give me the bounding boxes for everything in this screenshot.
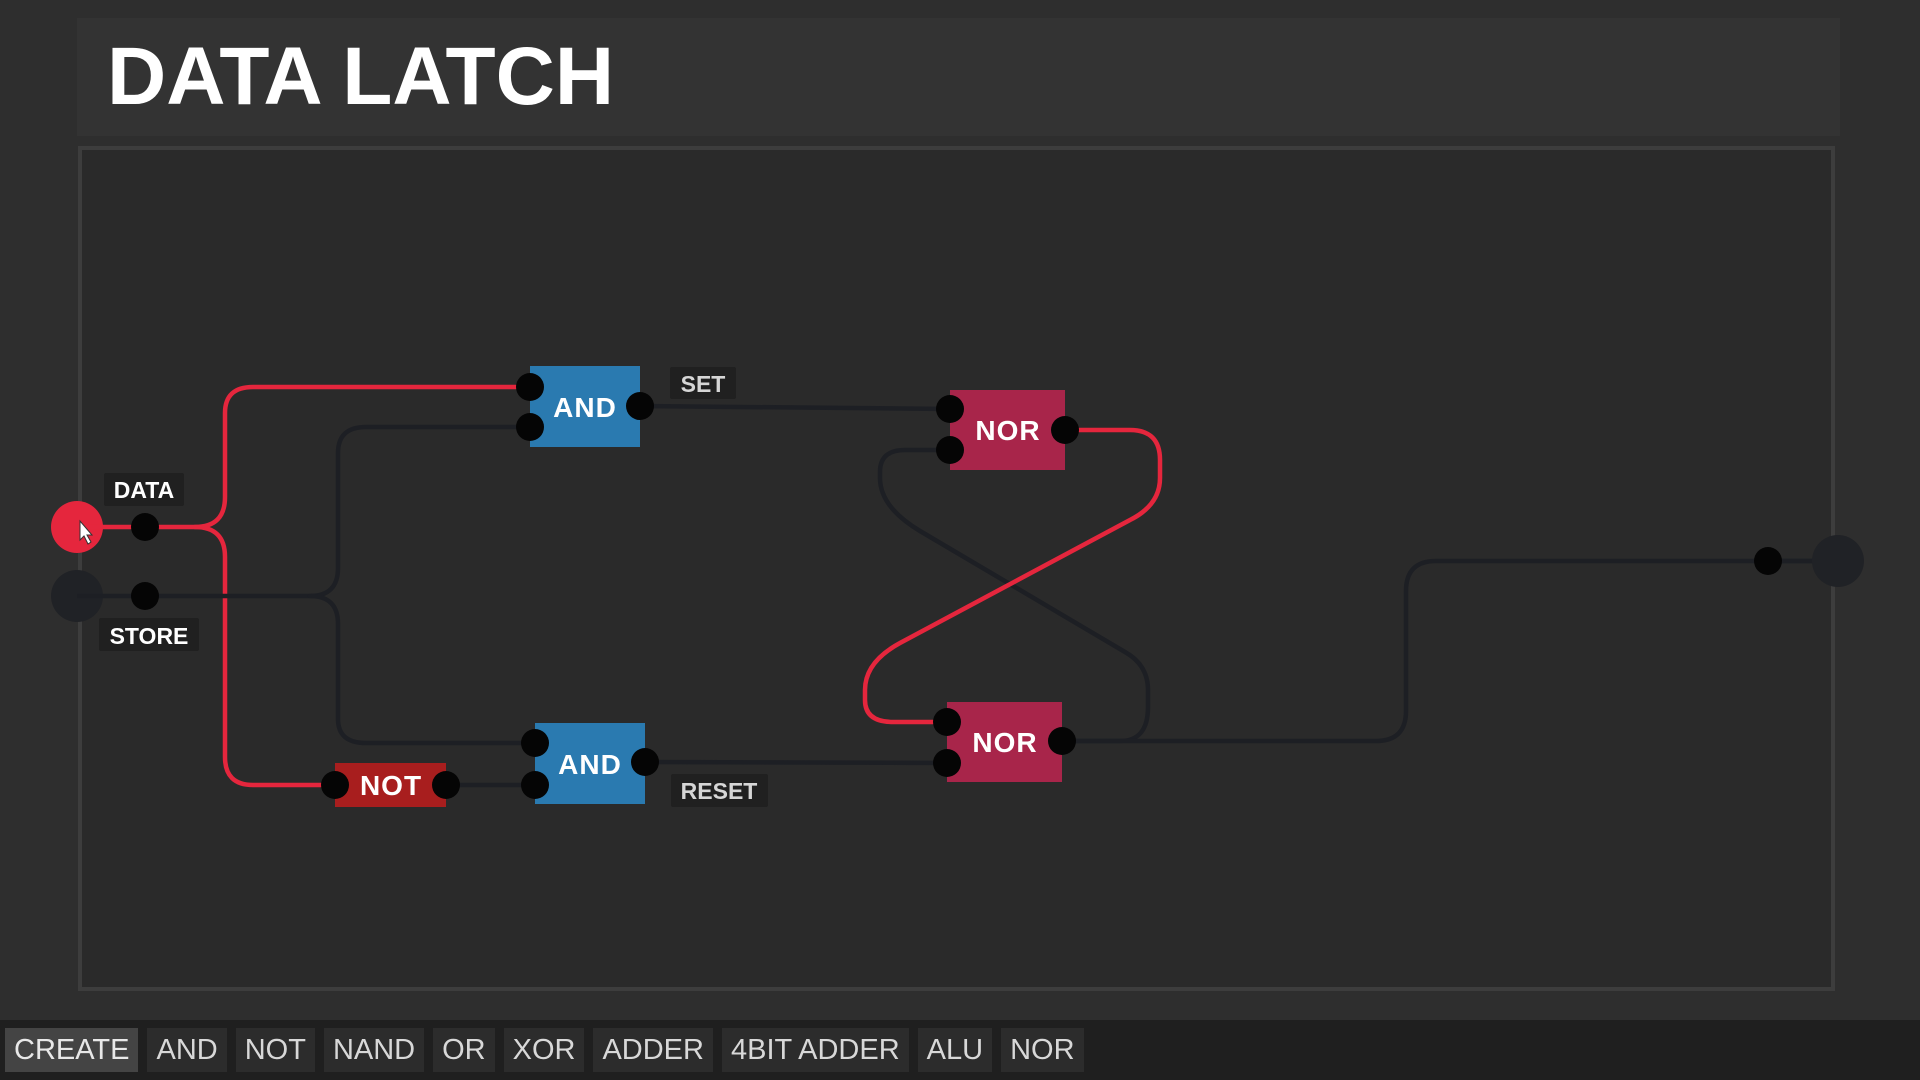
not-output[interactable]: [432, 771, 460, 799]
wire-feedback-bottom-to-top[interactable]: [877, 447, 1151, 744]
data-output-pin[interactable]: [131, 513, 159, 541]
nor-gate-top[interactable]: NOR: [936, 390, 1079, 470]
wire-set[interactable]: [637, 403, 953, 412]
store-label: STORE: [110, 623, 189, 649]
wire-reset[interactable]: [642, 759, 950, 766]
wire-store-to-and-bottom[interactable]: [307, 593, 538, 746]
and-top-body[interactable]: [530, 366, 640, 447]
page-title: DATA LATCH: [107, 31, 615, 122]
toolbar-button-nand[interactable]: NAND: [323, 1028, 425, 1072]
reset-label-tag: [671, 774, 768, 807]
nor-bottom-body[interactable]: [947, 702, 1062, 782]
and-top-label: AND: [553, 392, 617, 423]
title-bar: DATA LATCH: [77, 18, 1840, 136]
wire-data-to-not[interactable]: [192, 524, 338, 788]
toolbar-button-nor[interactable]: NOR: [1001, 1028, 1084, 1072]
and-bottom-output[interactable]: [631, 748, 659, 776]
nor-bottom-output[interactable]: [1048, 727, 1076, 755]
toolbar-button-not[interactable]: NOT: [235, 1028, 315, 1072]
store-output-pin[interactable]: [131, 582, 159, 610]
and-top-input-b[interactable]: [516, 413, 544, 441]
and-bottom-input-a[interactable]: [521, 729, 549, 757]
input-data[interactable]: DATA: [51, 473, 184, 553]
nor-top-input-a[interactable]: [936, 395, 964, 423]
circuit-diagram[interactable]: DATA STORE AND AND NO: [0, 0, 1920, 1020]
toolbar-button-alu[interactable]: ALU: [917, 1028, 993, 1072]
not-gate[interactable]: NOT: [321, 763, 460, 807]
set-label-tag: [670, 367, 736, 399]
toolbar-button-create[interactable]: CREATE: [5, 1028, 139, 1072]
toolbar-button-xor[interactable]: XOR: [503, 1028, 585, 1072]
toolbar-button-adder[interactable]: ADDER: [593, 1028, 713, 1072]
not-label: NOT: [360, 770, 422, 801]
set-tag: SET: [670, 367, 736, 399]
and-gate-top[interactable]: AND: [516, 366, 654, 447]
and-bottom-label: AND: [558, 749, 622, 780]
nor-gate-bottom[interactable]: NOR: [933, 702, 1076, 782]
toolbar-button-4bit-adder[interactable]: 4BIT ADDER: [721, 1028, 909, 1072]
reset-label: RESET: [681, 778, 758, 804]
output-input-pin[interactable]: [1754, 547, 1782, 575]
nor-top-output[interactable]: [1051, 416, 1079, 444]
cursor-icon: [79, 519, 94, 545]
wire-data-to-and-top[interactable]: [142, 384, 533, 530]
nor-bottom-input-a[interactable]: [933, 708, 961, 736]
toolbar-button-and[interactable]: AND: [147, 1028, 227, 1072]
circuit-canvas[interactable]: [78, 146, 1835, 991]
and-bottom-input-b[interactable]: [521, 771, 549, 799]
input-store[interactable]: STORE: [51, 570, 199, 651]
set-label: SET: [681, 371, 726, 397]
output-indicator: [1812, 535, 1864, 587]
and-top-input-a[interactable]: [516, 373, 544, 401]
nor-top-input-b[interactable]: [936, 436, 964, 464]
output-q[interactable]: [1754, 535, 1864, 587]
toolbar-button-or[interactable]: OR: [433, 1028, 495, 1072]
data-label: DATA: [114, 477, 174, 503]
nor-top-body[interactable]: [950, 390, 1065, 470]
and-top-output[interactable]: [626, 392, 654, 420]
not-body[interactable]: [335, 763, 446, 807]
not-input[interactable]: [321, 771, 349, 799]
reset-tag: RESET: [671, 774, 768, 807]
wire-store-to-and-top[interactable]: [142, 424, 533, 599]
wires: [142, 384, 1841, 788]
and-bottom-body[interactable]: [535, 723, 645, 804]
nor-top-label: NOR: [975, 415, 1040, 446]
wire-feedback-top-to-bottom[interactable]: [862, 427, 1163, 725]
nor-bottom-input-b[interactable]: [933, 749, 961, 777]
wire-q-output[interactable]: [1059, 558, 1841, 744]
store-label-tag: [99, 618, 199, 651]
and-gate-bottom[interactable]: AND: [521, 723, 659, 804]
data-label-tag: [104, 473, 184, 506]
nor-bottom-label: NOR: [972, 727, 1037, 758]
